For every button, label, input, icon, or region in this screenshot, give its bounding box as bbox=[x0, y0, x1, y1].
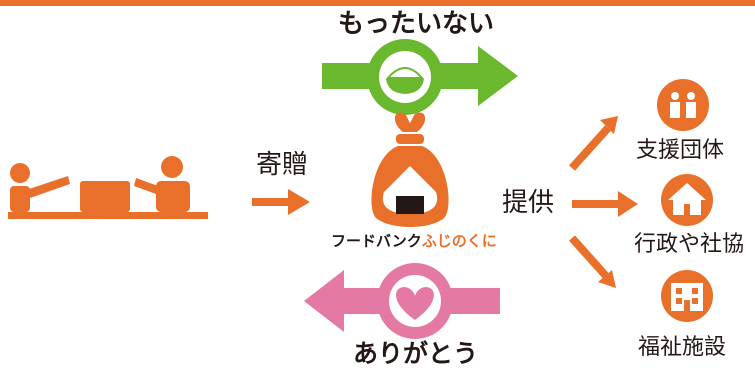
top-band bbox=[0, 0, 755, 6]
donate-label: 寄贈 bbox=[256, 150, 309, 180]
rice-bowl-icon bbox=[385, 67, 425, 94]
arigatou-label: ありがとう bbox=[353, 339, 479, 368]
org-name: フードバンクふじのくに bbox=[331, 234, 497, 249]
recipient-label-welfare-facilities: 福祉施設 bbox=[638, 335, 727, 360]
house-icon bbox=[661, 174, 713, 226]
building-icon bbox=[661, 270, 713, 322]
donate-arrow bbox=[252, 189, 310, 215]
provide-arrows bbox=[569, 116, 638, 288]
org-name-main: ふじのくに bbox=[421, 232, 497, 250]
people-icon bbox=[657, 79, 709, 131]
org-name-prefix: フードバンク bbox=[331, 232, 422, 250]
recipient-label-government: 行政や社協 bbox=[634, 232, 745, 257]
donor-handover-icon bbox=[8, 156, 208, 219]
provide-label: 提供 bbox=[502, 188, 555, 218]
mottainai-label: もったいない bbox=[338, 9, 495, 39]
recipient-label-support-groups: 支援団体 bbox=[636, 138, 725, 163]
rice-ball-bag-icon bbox=[371, 112, 449, 227]
heart-icon bbox=[396, 287, 434, 320]
